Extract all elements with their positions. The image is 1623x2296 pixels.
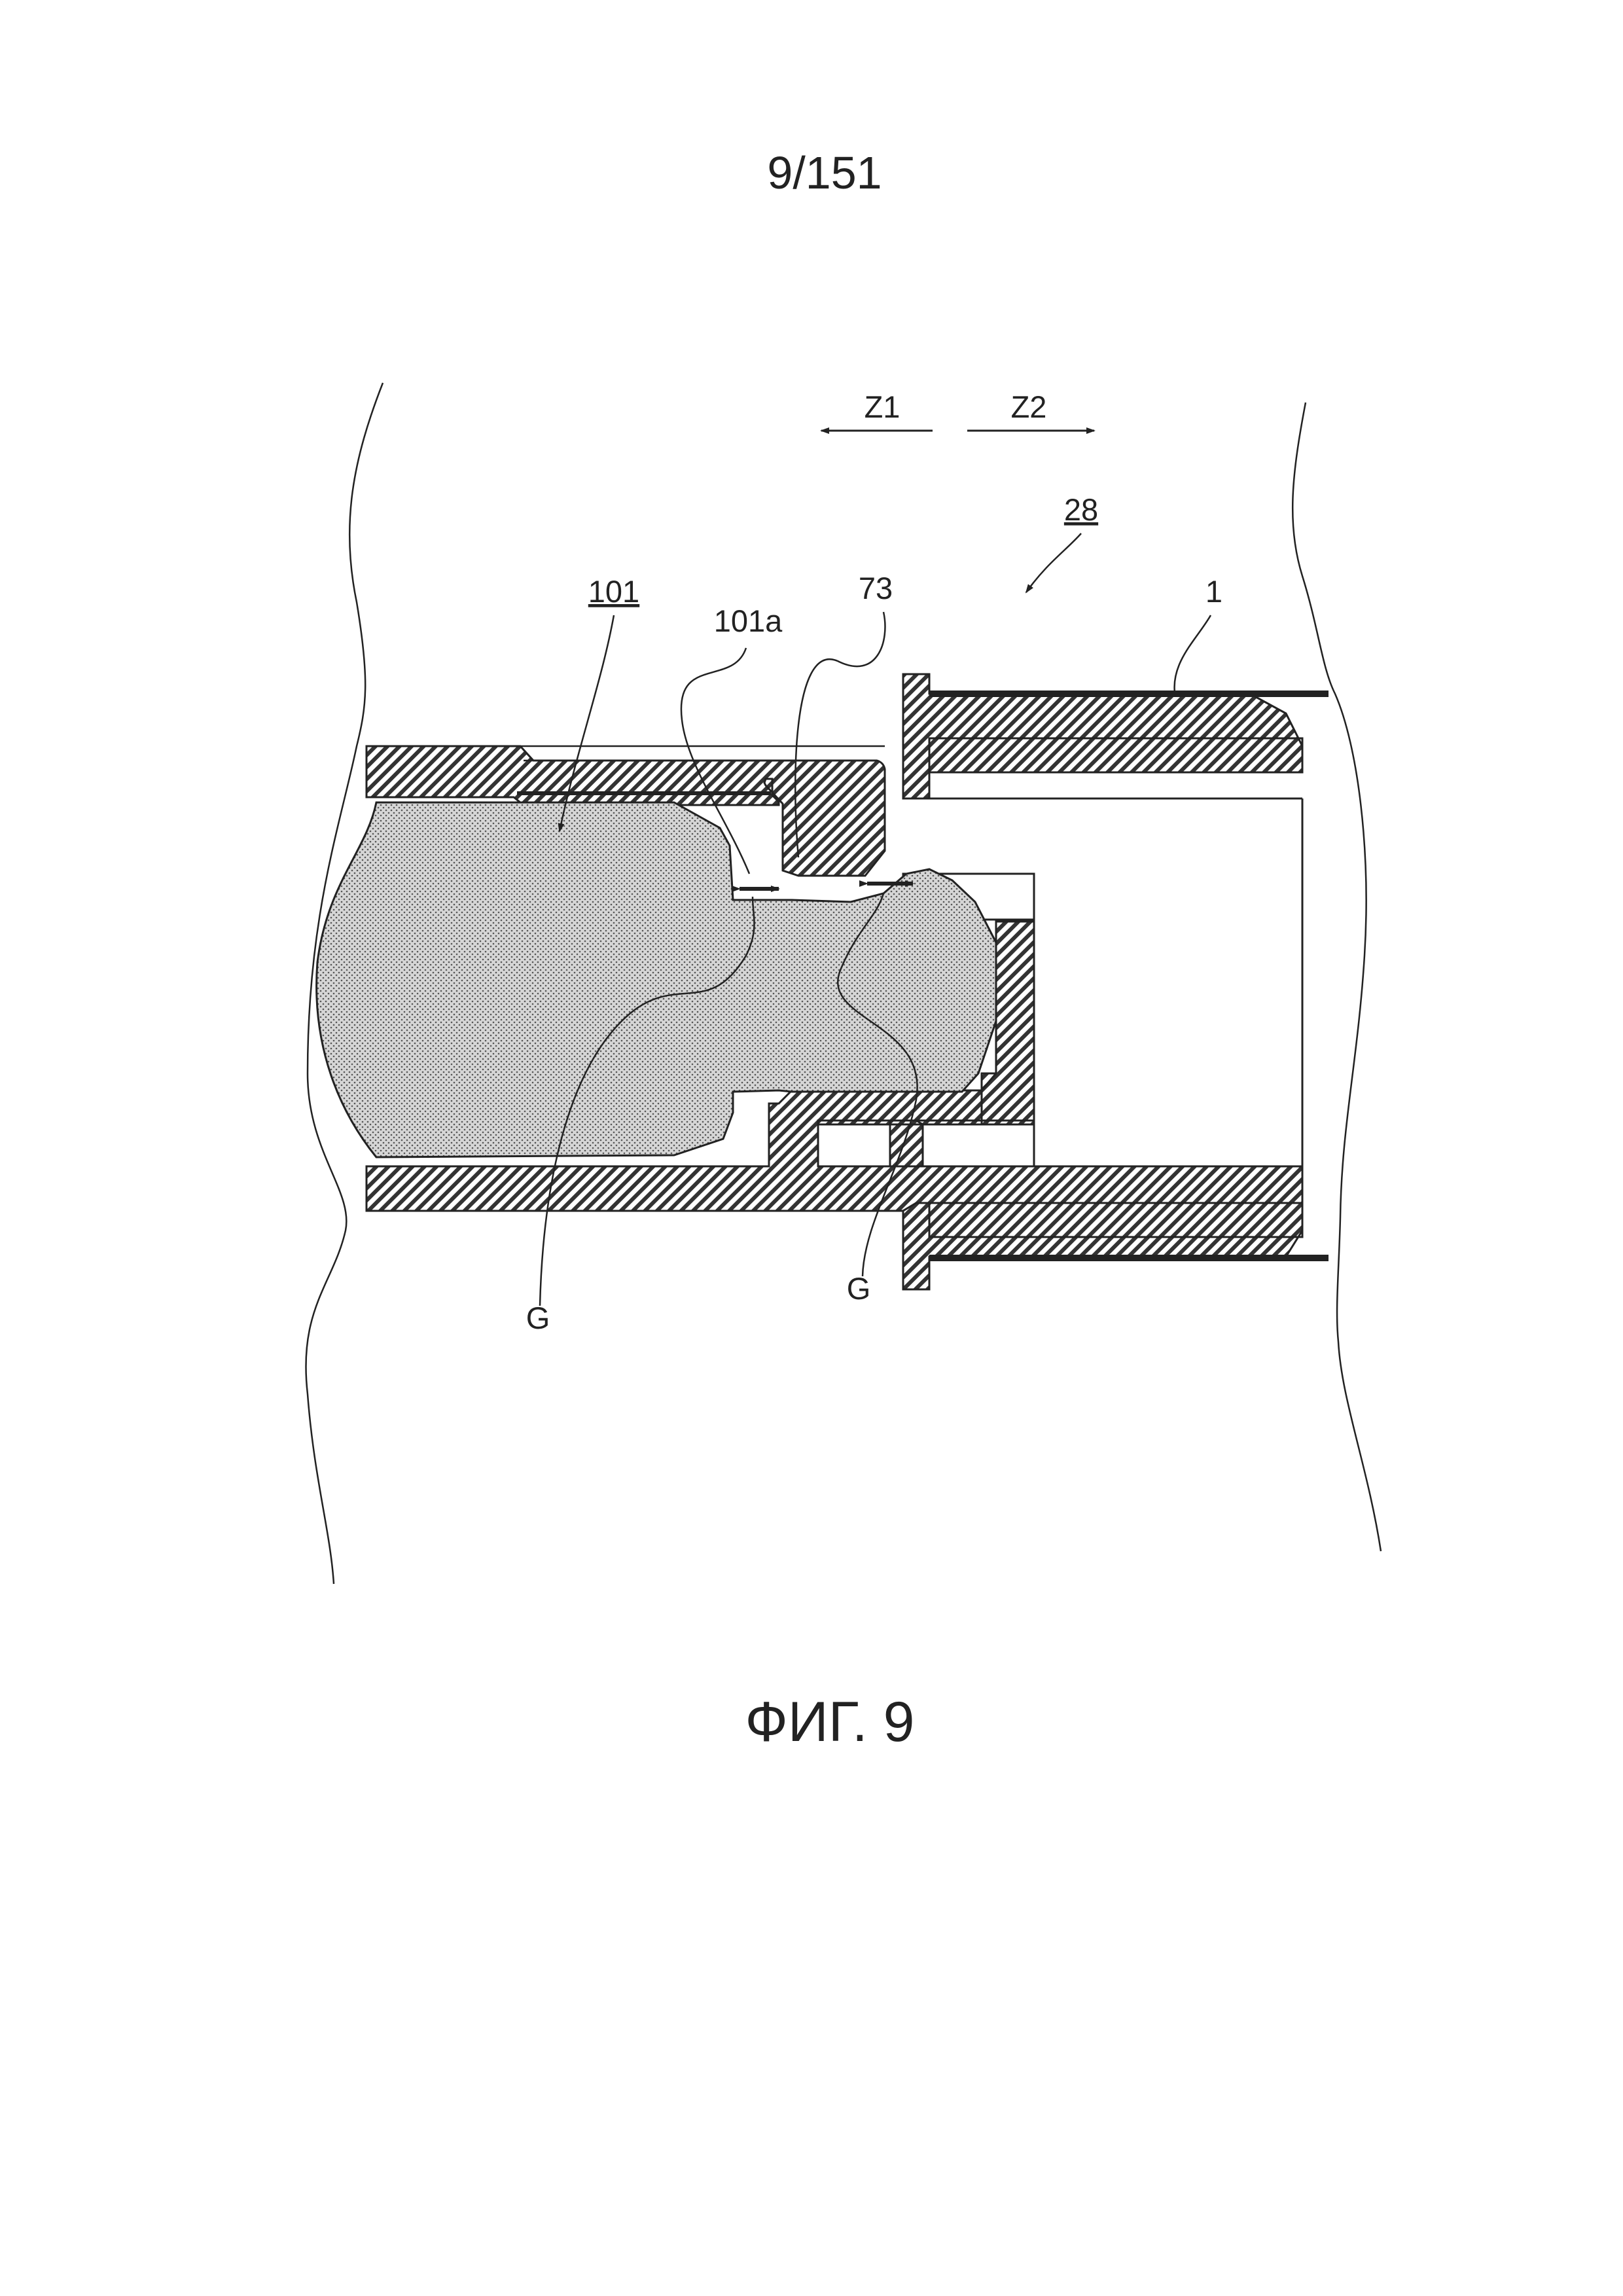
label-g-right: G	[847, 1271, 871, 1306]
leader-28	[1025, 533, 1082, 594]
cup-vertical-wall	[980, 920, 1035, 1126]
gap-arrows	[732, 880, 914, 892]
label-z1: Z1	[865, 389, 901, 424]
right-break-line	[1291, 402, 1382, 1552]
leader-1	[1173, 615, 1212, 693]
figure-caption: ФИГ. 9	[745, 1691, 915, 1753]
label-z2: Z2	[1011, 389, 1047, 424]
page-number: 9/151	[767, 147, 882, 198]
leader-g-right	[837, 893, 918, 1277]
outer-sleeve-lower	[902, 1202, 1304, 1291]
housing-upper-wall	[365, 745, 886, 877]
leader-73	[794, 611, 886, 858]
label-28: 28	[1064, 492, 1098, 527]
label-g-left: G	[526, 1300, 550, 1335]
leader-101a	[680, 647, 751, 874]
leader-101	[558, 615, 615, 833]
outer-sleeve-upper-slot	[928, 737, 1304, 774]
left-break-line	[305, 382, 384, 1585]
label-73: 73	[859, 571, 893, 605]
direction-arrows: Z1 Z2	[820, 389, 1096, 434]
label-101a: 101a	[714, 603, 783, 638]
label-101: 101	[588, 574, 639, 609]
cup-lower-cavity	[817, 1119, 1035, 1168]
leader-g-left	[539, 896, 755, 1306]
outer-sleeve-lower-slot	[928, 1202, 1304, 1238]
plunger-101	[315, 801, 997, 1158]
label-1: 1	[1205, 574, 1222, 609]
